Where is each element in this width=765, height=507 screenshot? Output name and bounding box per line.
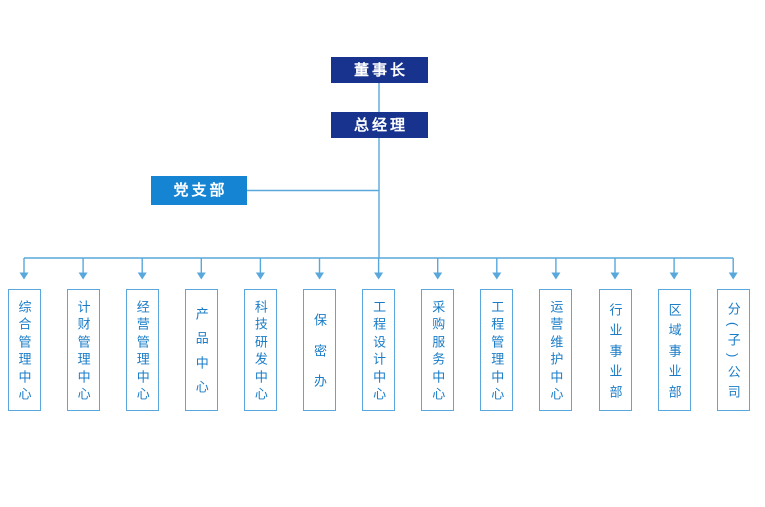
department-label: 计财管理中心 xyxy=(75,299,91,401)
department-node: 产品中心 xyxy=(184,289,218,411)
node-chairman: 董事长 xyxy=(331,57,428,83)
department-node: 计财管理中心 xyxy=(66,289,100,411)
department-node: 区域事业部 xyxy=(657,289,691,411)
department-label: 采购服务中心 xyxy=(430,299,446,401)
department-label: 区域事业部 xyxy=(666,302,682,398)
department-label: 运营维护中心 xyxy=(548,299,564,401)
department-label: 工程设计中心 xyxy=(371,299,387,401)
node-party-branch-label: 党支部 xyxy=(173,182,228,199)
node-chairman-label: 董事长 xyxy=(353,61,408,79)
department-label: 经营管理中心 xyxy=(134,299,150,401)
department-node: 综合管理中心 xyxy=(7,289,41,411)
department-node: 工程设计中心 xyxy=(362,289,396,411)
node-party-branch: 党支部 xyxy=(151,176,247,205)
department-node: 采购服务中心 xyxy=(421,289,455,411)
department-label: 工程管理中心 xyxy=(489,299,505,401)
department-label: 保密办 xyxy=(312,312,327,388)
department-node: 运营维护中心 xyxy=(539,289,573,411)
department-label: 科技研发中心 xyxy=(252,299,268,401)
department-label: 行业事业部 xyxy=(607,302,623,398)
department-node: 经营管理中心 xyxy=(125,289,159,411)
department-node: 科技研发中心 xyxy=(243,289,277,411)
department-label: 分(子)公司 xyxy=(725,302,741,398)
department-label: 产品中心 xyxy=(193,306,209,394)
department-node: 分(子)公司 xyxy=(716,289,750,411)
node-general-manager-label: 总经理 xyxy=(353,116,408,134)
department-node: 保密办 xyxy=(303,289,336,411)
department-node: 工程管理中心 xyxy=(480,289,514,411)
node-general-manager: 总经理 xyxy=(331,112,428,138)
department-label: 综合管理中心 xyxy=(16,299,32,401)
department-node: 行业事业部 xyxy=(598,289,632,411)
